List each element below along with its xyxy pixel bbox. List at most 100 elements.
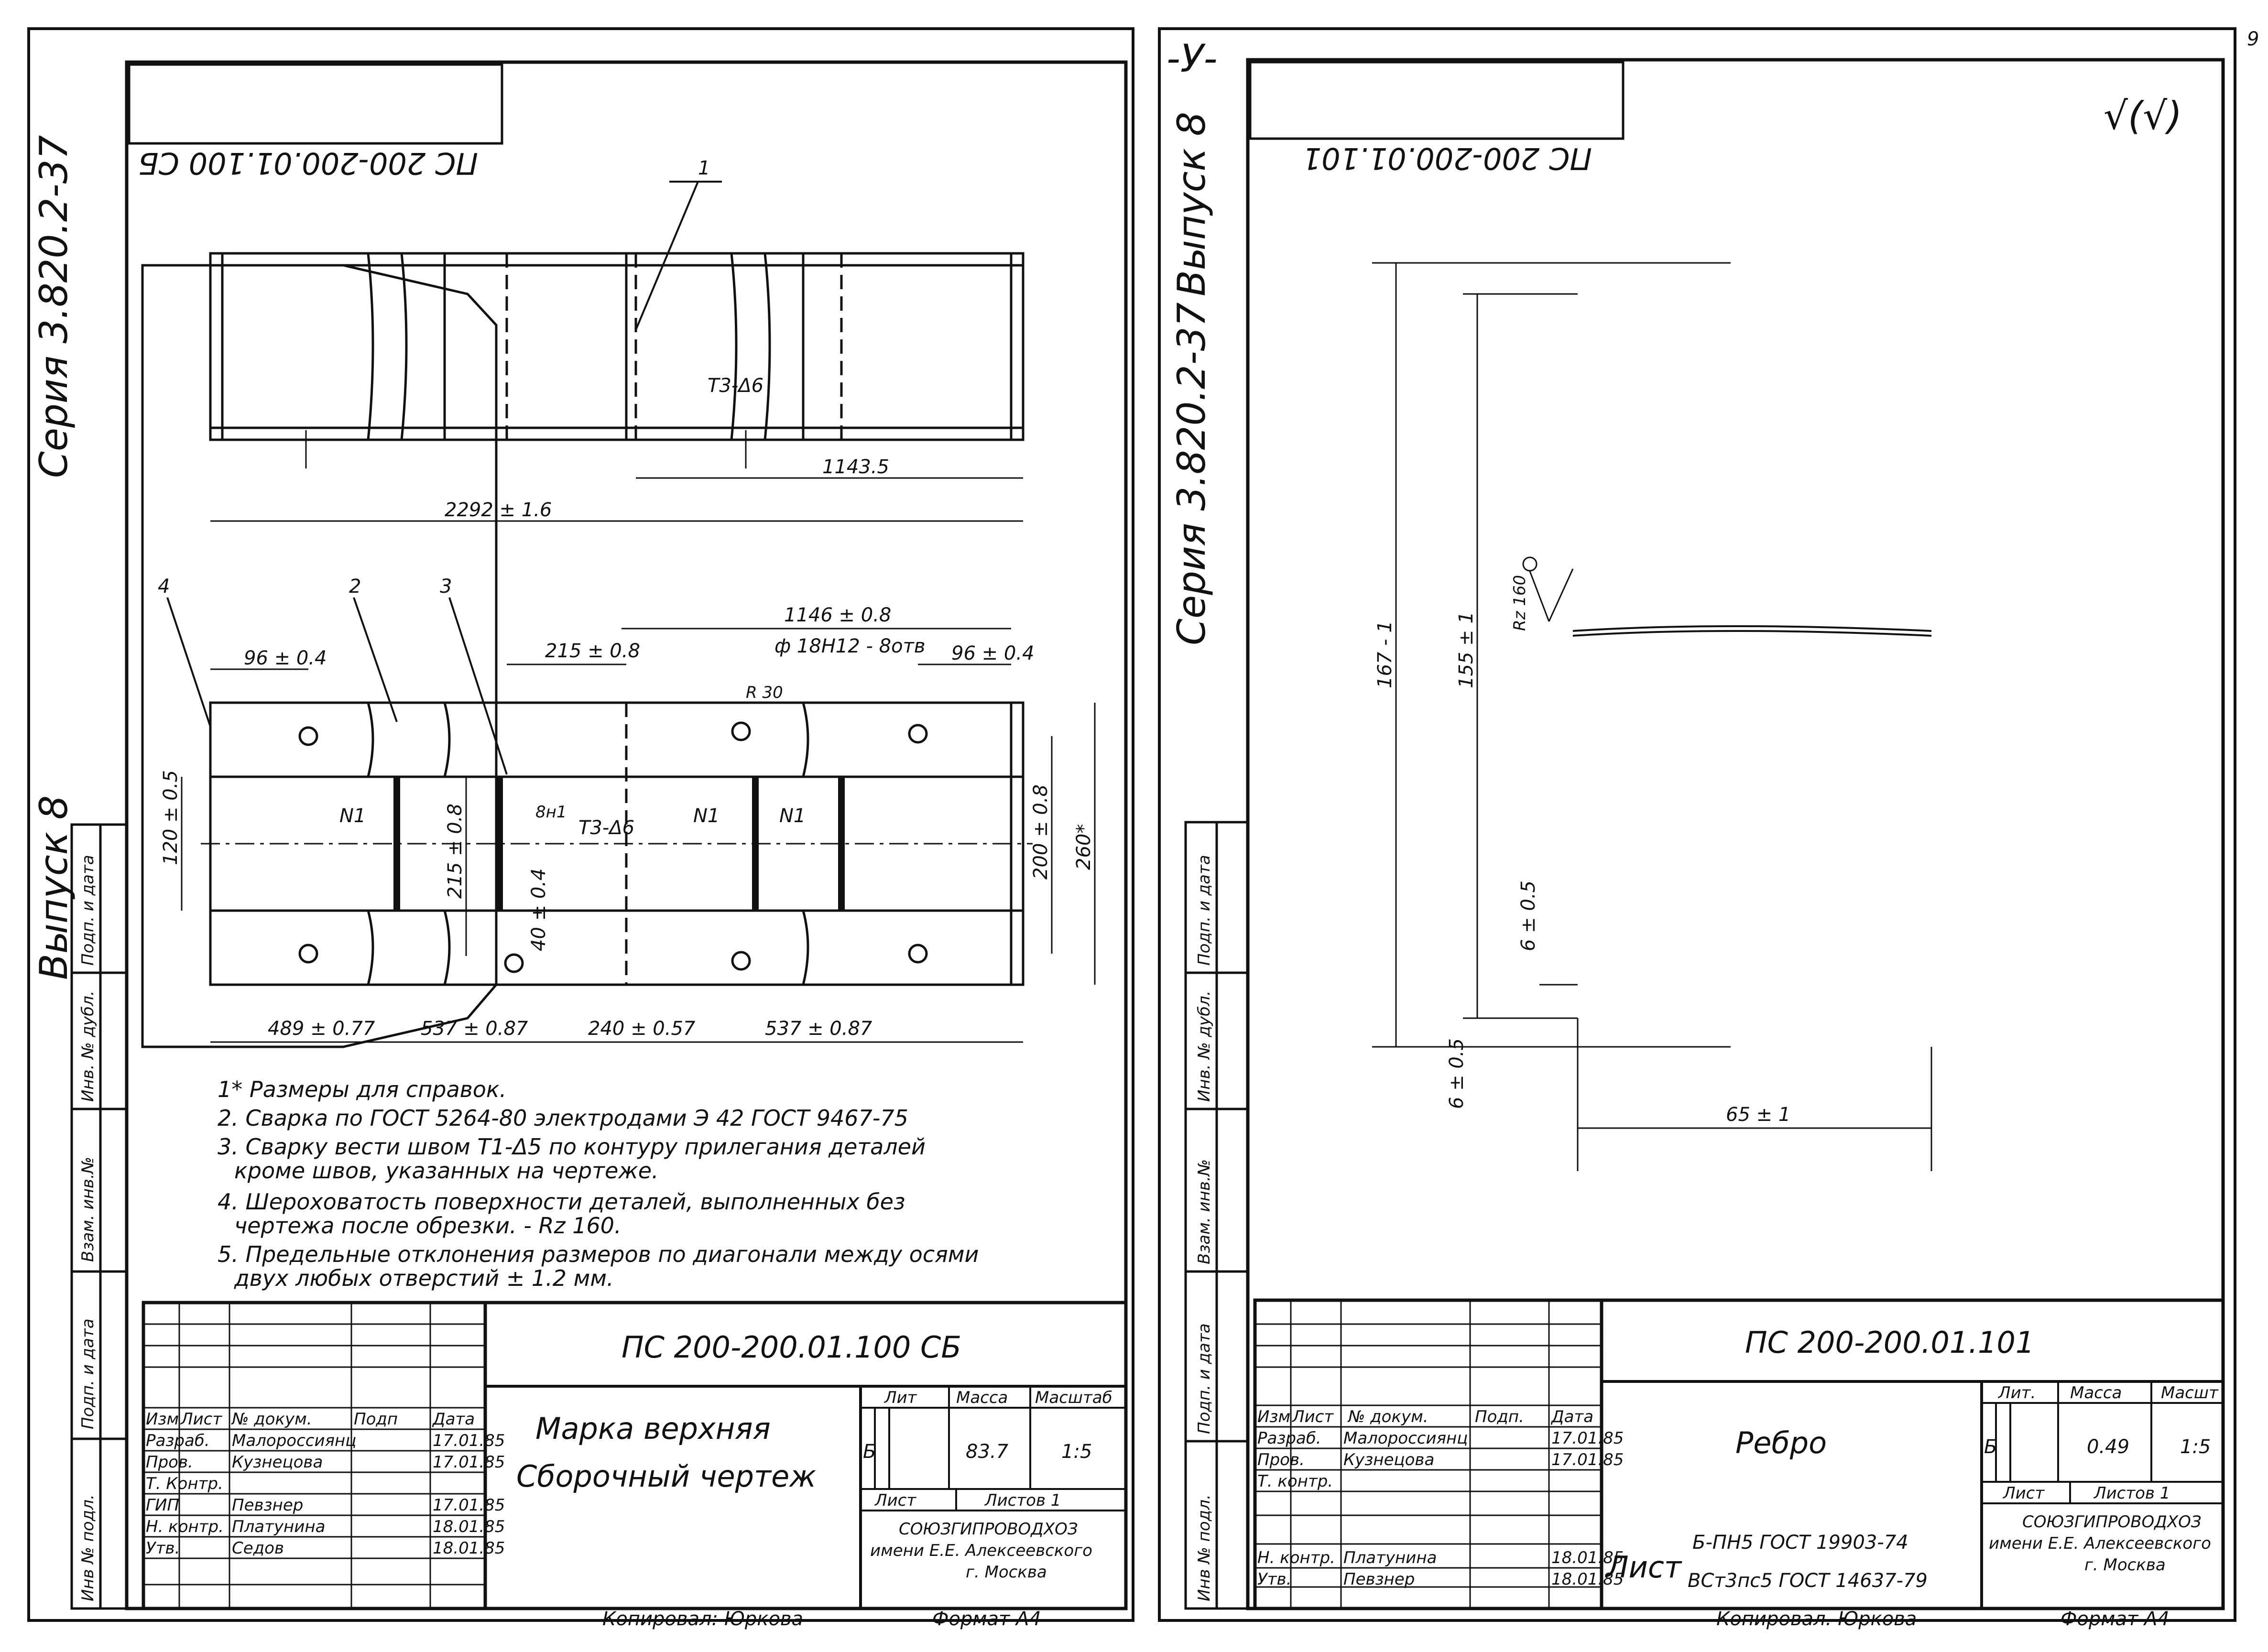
- top-callout-1: 1: [698, 157, 710, 179]
- rh-izm: Изм: [1257, 1407, 1290, 1426]
- callout-2: 2: [349, 576, 361, 598]
- right-org-3: г. Москва: [2084, 1555, 2166, 1575]
- lh-izm: Изм: [146, 1410, 179, 1429]
- rp-date-1: 17.01.85: [1551, 1450, 1624, 1469]
- rp-name-1: Кузнецова: [1343, 1450, 1434, 1469]
- left-org-1: СОЮЗГИПРОВОДХОЗ: [899, 1520, 1078, 1539]
- dim-2292: 2292 ± 1.6: [445, 499, 552, 521]
- material-2: ВСт3пс5 ГОСТ 14637-79: [1688, 1570, 1928, 1592]
- right-org-2: имени Е.Е. Алексеевского: [1989, 1534, 2211, 1553]
- mark-n1-b: N1: [693, 805, 720, 827]
- dim-40: 40 ± 0.4: [528, 869, 550, 951]
- dim-1143-5: 1143.5: [822, 456, 889, 478]
- dim-hole: ф 18Н12 - 8отв: [774, 635, 925, 657]
- lh-data: Дата: [432, 1410, 475, 1429]
- lp-date-5: 18.01.85: [433, 1539, 505, 1558]
- r-side-col-4: Инв. № дубл.: [1195, 990, 1214, 1102]
- dim-r30: R 30: [746, 683, 783, 702]
- rp-role-1: Пров.: [1257, 1450, 1305, 1469]
- lp-date-0: 17.01.85: [433, 1431, 505, 1450]
- side-col-2: Подп. и дата: [78, 1318, 98, 1429]
- lp-role-5: Утв.: [146, 1539, 180, 1558]
- top-weld-mark: Т3-Δ6: [708, 375, 763, 397]
- series-label: Серия 3.820.2-37: [32, 135, 76, 478]
- dim-1146: 1146 ± 0.8: [784, 604, 891, 626]
- dim-65: 65 ± 1: [1726, 1104, 1790, 1126]
- right-mirror-code-box: [1249, 61, 1625, 140]
- right-series-label: Серия 3.820.2-37: [1169, 302, 1214, 645]
- rib-part: 167 - 1 155 ± 1 6 ± 0.5 6 ± 0.5 65 ± 1 R…: [141, 262, 1932, 1171]
- right-mass-label: Масса: [2070, 1383, 2122, 1402]
- dim-489: 489 ± 0.77: [268, 1018, 375, 1040]
- right-sheet-label: Лист: [2002, 1484, 2045, 1503]
- lp-name-3: Певзнер: [232, 1496, 303, 1515]
- lh-list: Лист: [180, 1410, 222, 1429]
- note-1: 1* Размеры для справок.: [218, 1076, 506, 1102]
- left-stamp-code: ПС 200-200.01.100 СБ: [622, 1330, 961, 1365]
- mark-weld-prefix: 8н1: [535, 803, 567, 822]
- dim-240: 240 ± 0.57: [588, 1018, 696, 1040]
- right-stamp-name: Ребро: [1735, 1425, 1827, 1460]
- note-5: 5. Предельные отклонения размеров по диа…: [218, 1241, 979, 1267]
- right-list-word: Лист: [1605, 1550, 1682, 1585]
- rp-date-0: 17.01.85: [1551, 1429, 1624, 1448]
- lp-date-3: 17.01.85: [433, 1496, 505, 1515]
- roughness-mark: √(√): [2104, 94, 2182, 138]
- left-copied: Копировал: Юркова: [602, 1608, 803, 1630]
- side-col-4: Инв. № дубл.: [78, 990, 98, 1102]
- lp-name-0: Малороссиянц: [232, 1431, 356, 1450]
- right-lit-label: Лит.: [1997, 1383, 2036, 1402]
- note-4: 4. Шероховатость поверхности деталей, вы…: [218, 1189, 905, 1215]
- left-org-2: имени Е.Е. Алексеевского: [870, 1541, 1092, 1560]
- top-view: 1 Т3-Δ6 1143.5 2292 ± 1.6: [209, 157, 1025, 522]
- note-4b: чертежа после обрезки. - Rz 160.: [234, 1213, 622, 1239]
- rp-name-5: Певзнер: [1343, 1570, 1415, 1589]
- rp-name-0: Малороссиянц: [1343, 1429, 1468, 1448]
- left-scale-label: Масштаб: [1035, 1388, 1112, 1407]
- lp-role-1: Пров.: [146, 1453, 193, 1472]
- mark-n1-c: N1: [779, 805, 806, 827]
- dim-6-top: 6 ± 0.5: [1517, 880, 1539, 951]
- left-org-3: г. Москва: [966, 1563, 1047, 1582]
- lp-date-1: 17.01.85: [433, 1453, 505, 1472]
- right-marker: -У-: [1167, 36, 1217, 81]
- dim-215-top: 215 ± 0.8: [545, 640, 640, 662]
- r-side-col-1: Инв № подл.: [1195, 1494, 1214, 1601]
- left-stamp-name-2: Сборочный чертеж: [516, 1459, 816, 1494]
- right-mass: 0.49: [2087, 1436, 2129, 1458]
- right-drawing-frame: [1246, 58, 2225, 1610]
- lp-name-1: Кузнецова: [232, 1453, 323, 1472]
- rp-role-4: Н. контр.: [1257, 1548, 1335, 1567]
- note-2: 2. Сварка по ГОСТ 5264-80 электродами Э …: [218, 1105, 908, 1131]
- left-mirror-code: ПС 200-200.01.100 СБ: [138, 146, 478, 181]
- rp-date-5: 18.01.85: [1551, 1570, 1624, 1589]
- left-sheet-outer-frame: [27, 27, 1134, 1622]
- lp-name-5: Седов: [232, 1539, 284, 1558]
- right-side-columns: Инв № подл. Подп. и дата Взам. инв.№ Инв…: [1184, 821, 1249, 1610]
- r-side-col-5: Подп. и дата: [1195, 855, 1214, 966]
- side-col-3: Взам. инв.№: [78, 1157, 98, 1262]
- note-3: 3. Сварку вести швом Т1-Δ5 по контуру пр…: [218, 1134, 926, 1160]
- rp-role-5: Утв.: [1257, 1570, 1291, 1589]
- dim-215-vert: 215 ± 0.8: [444, 804, 466, 899]
- rp-name-4: Платунина: [1343, 1548, 1437, 1567]
- right-copied: Копировал. Юркова: [1716, 1608, 1917, 1630]
- lp-name-4: Платунина: [232, 1517, 325, 1536]
- rp-date-4: 18.01.85: [1551, 1548, 1624, 1567]
- right-org-1: СОЮЗГИПРОВОДХОЗ: [2022, 1512, 2202, 1532]
- right-sheets-label: Листов 1: [2093, 1484, 2170, 1503]
- right-format: Формат А4: [2061, 1608, 2170, 1630]
- lp-role-4: Н. контр.: [146, 1517, 224, 1536]
- dim-260: 260*: [1073, 824, 1095, 870]
- lp-role-3: ГИП: [146, 1496, 179, 1515]
- lp-date-4: 18.01.85: [433, 1517, 505, 1536]
- vypusk-label: Выпуск 8: [32, 795, 76, 980]
- side-col-1: Инв № подл.: [78, 1494, 98, 1601]
- left-lit: Б: [863, 1441, 876, 1463]
- mark-n1-a: N1: [339, 805, 366, 827]
- note-3b: кроме швов, указанных на чертеже.: [234, 1158, 659, 1184]
- dim-537-left: 537 ± 0.87: [421, 1018, 528, 1040]
- dim-167: 167 - 1: [1374, 620, 1396, 688]
- rh-podp: Подп.: [1475, 1407, 1524, 1426]
